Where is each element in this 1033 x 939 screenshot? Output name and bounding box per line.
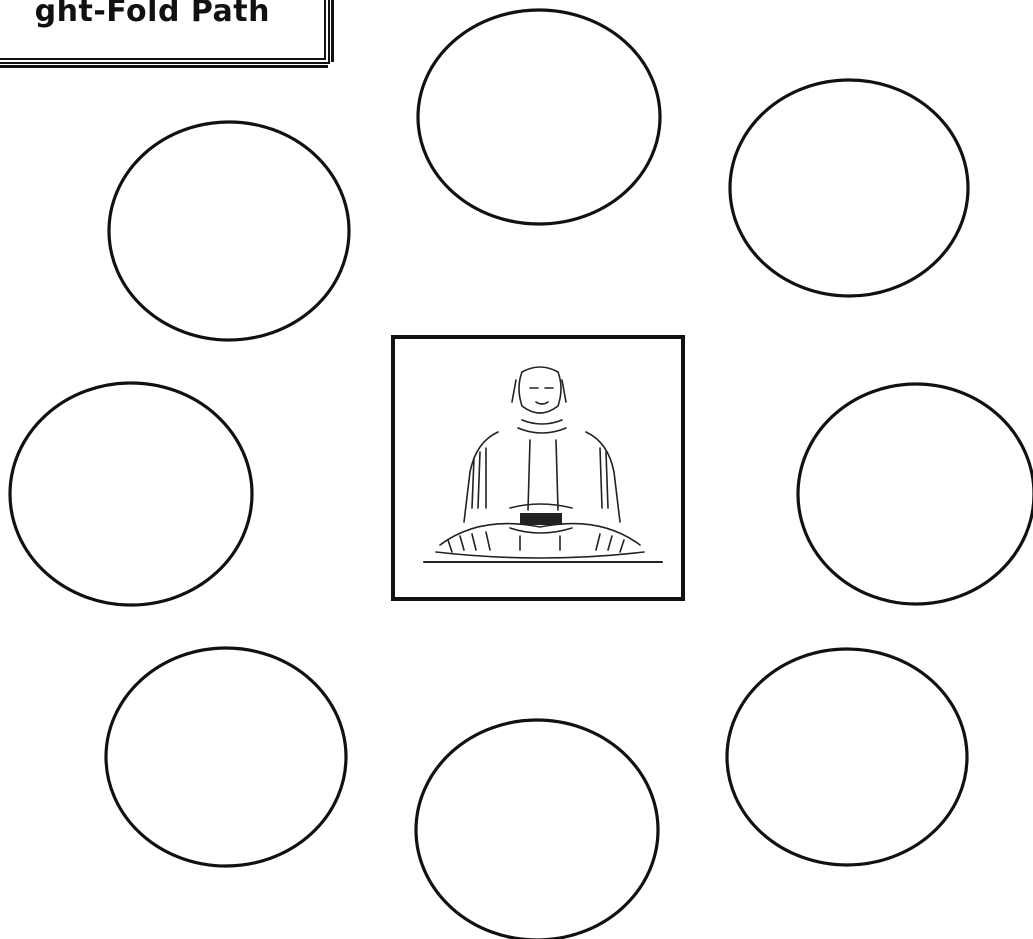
- path-circle-bottom[interactable]: [416, 720, 658, 939]
- path-circle-top[interactable]: [418, 10, 660, 224]
- path-circle-lower-right[interactable]: [727, 649, 967, 865]
- path-circle-left[interactable]: [10, 383, 252, 605]
- center-image-frame: [393, 337, 683, 599]
- path-circle-right[interactable]: [798, 384, 1033, 604]
- path-circle-upper-left[interactable]: [109, 122, 349, 340]
- path-circle-upper-right[interactable]: [730, 80, 968, 296]
- path-circle-lower-left[interactable]: [106, 648, 346, 866]
